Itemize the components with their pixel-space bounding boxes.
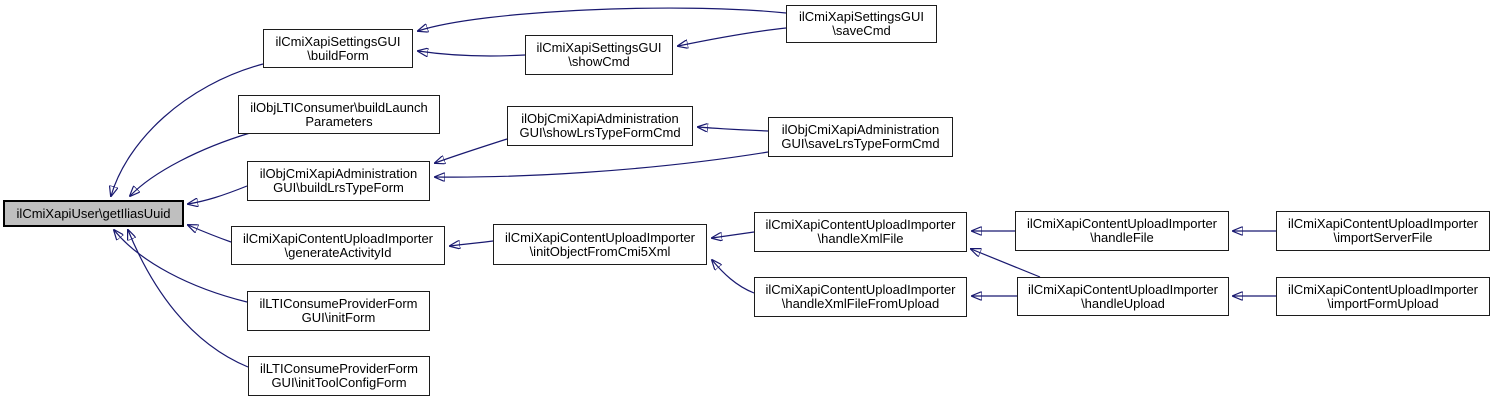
edge-save-lrs-type-form-cmd-to-show-lrs-type-form-cmd: [698, 127, 769, 131]
node-build-launch-parameters[interactable]: ilObjLTIConsumer\buildLaunch Parameters: [238, 95, 440, 134]
node-get-ilias-uuid: ilCmiXapiUser\getIliasUuid: [3, 200, 184, 227]
edge-init-object-from-cmi5-xml-to-generate-activity-id: [450, 241, 494, 246]
edge-build-lrs-type-form-to-root: [188, 185, 248, 204]
edge-generate-activity-id-to-root: [188, 225, 232, 243]
node-save-lrs-type-form-cmd[interactable]: ilObjCmiXapiAdministration GUI\saveLrsTy…: [768, 117, 953, 157]
node-handle-xml-file[interactable]: ilCmiXapiContentUploadImporter \handleXm…: [754, 212, 967, 252]
edge-show-lrs-type-form-cmd-to-build-lrs-type-form: [435, 138, 508, 163]
edge-handle-xml-file-from-upload-to-init-object-from-cmi5-xml: [712, 260, 755, 294]
node-handle-upload[interactable]: ilCmiXapiContentUploadImporter \handleUp…: [1017, 277, 1229, 316]
node-build-lrs-type-form[interactable]: ilObjCmiXapiAdministration GUI\buildLrsT…: [247, 161, 430, 201]
node-show-lrs-type-form-cmd[interactable]: ilObjCmiXapiAdministration GUI\showLrsTy…: [507, 106, 693, 146]
node-save-cmd[interactable]: ilCmiXapiSettingsGUI \saveCmd: [786, 5, 937, 43]
node-init-form[interactable]: ilLTIConsumeProviderForm GUI\initForm: [247, 291, 430, 331]
node-handle-xml-file-from-upload[interactable]: ilCmiXapiContentUploadImporter \handleXm…: [754, 277, 967, 317]
edge-save-cmd-to-build-form: [418, 7, 787, 31]
edge-build-launch-parameters-to-root: [130, 132, 251, 196]
edge-init-form-to-root: [114, 230, 248, 303]
edge-show-cmd-to-build-form: [418, 51, 526, 56]
node-build-form[interactable]: ilCmiXapiSettingsGUI \buildForm: [263, 29, 413, 68]
node-handle-file[interactable]: ilCmiXapiContentUploadImporter \handleFi…: [1015, 211, 1229, 251]
node-init-tool-config-form[interactable]: ilLTIConsumeProviderForm GUI\initToolCon…: [248, 356, 430, 396]
edge-save-lrs-type-form-cmd-to-build-lrs-type-form: [435, 151, 769, 177]
node-init-object-from-cmi5-xml[interactable]: ilCmiXapiContentUploadImporter \initObje…: [493, 224, 707, 265]
node-import-form-upload[interactable]: ilCmiXapiContentUploadImporter \importFo…: [1276, 277, 1490, 316]
edge-build-form-to-root: [111, 63, 264, 196]
node-import-server-file[interactable]: ilCmiXapiContentUploadImporter \importSe…: [1276, 211, 1490, 251]
edge-handle-upload-to-handle-xml-file: [971, 249, 1041, 278]
edge-init-tool-config-form-to-root: [128, 230, 249, 368]
edge-handle-xml-file-to-init-object-from-cmi5-xml: [712, 231, 755, 238]
node-show-cmd[interactable]: ilCmiXapiSettingsGUI \showCmd: [525, 35, 673, 75]
node-generate-activity-id[interactable]: ilCmiXapiContentUploadImporter \generate…: [231, 226, 445, 265]
edge-save-cmd-to-show-cmd: [678, 27, 787, 46]
